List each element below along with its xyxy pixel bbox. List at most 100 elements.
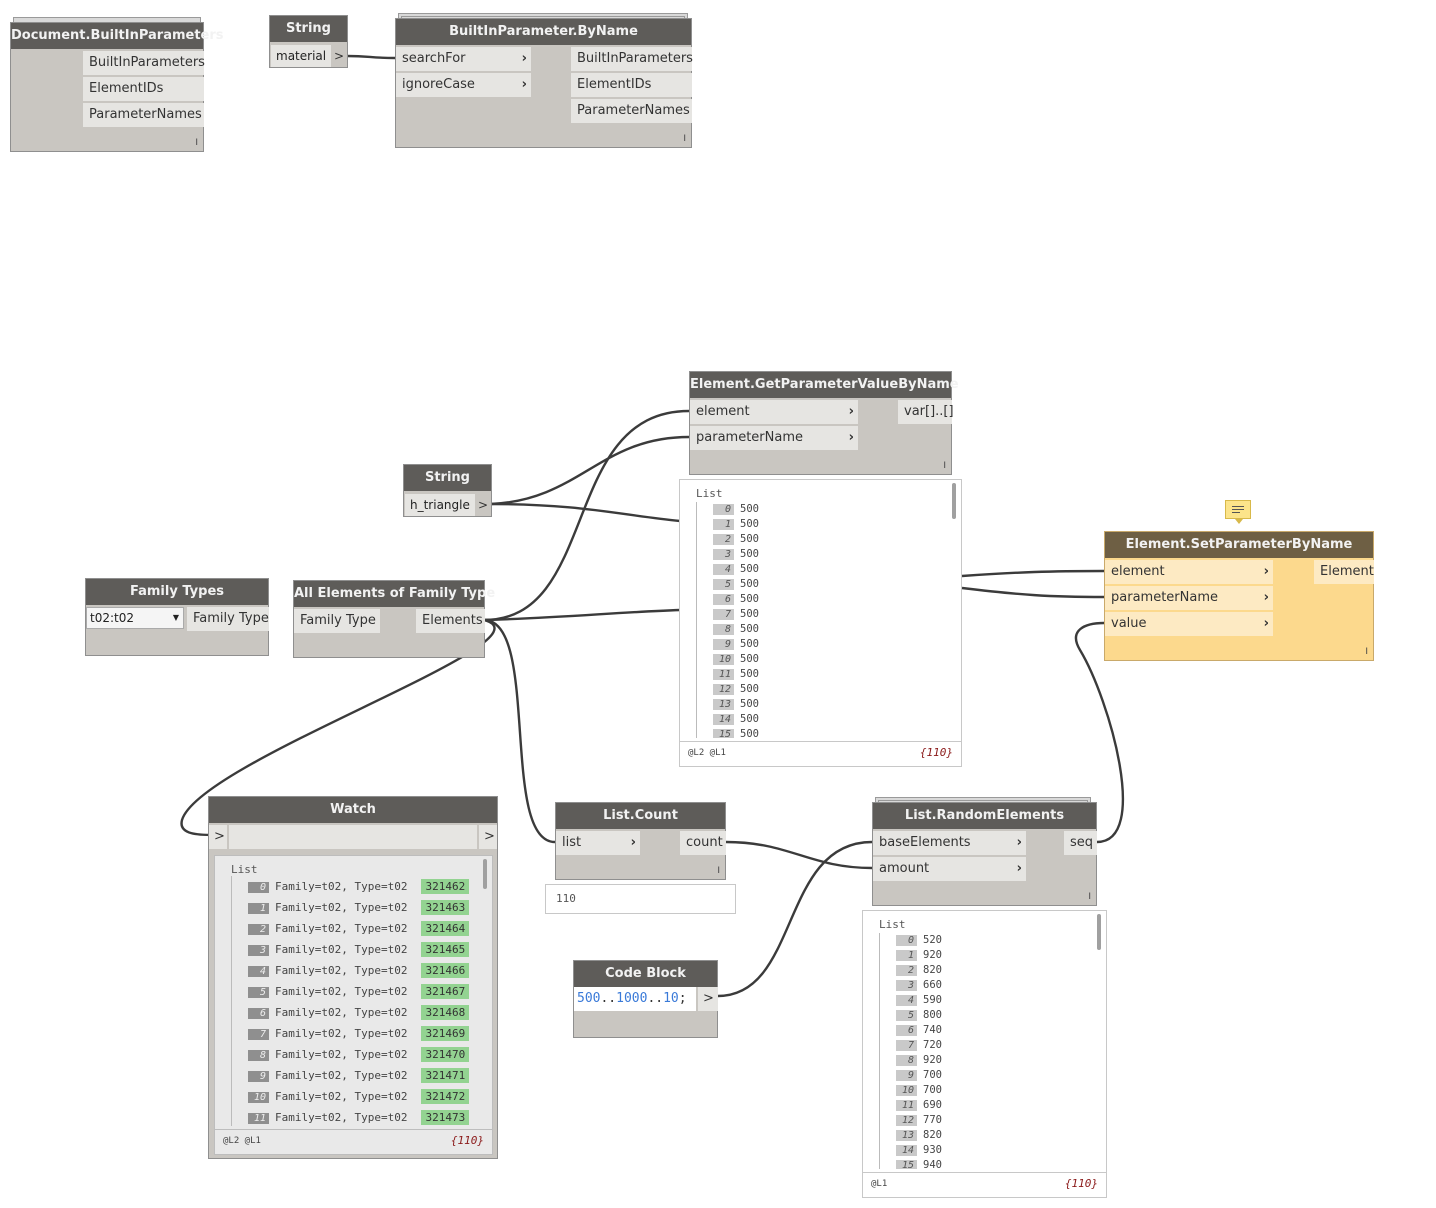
output-var[interactable]: var[]..[]	[898, 400, 954, 424]
watch-input[interactable]: >	[209, 825, 227, 849]
lacing-indicator[interactable]: I	[717, 866, 720, 876]
list-index: 11	[248, 1113, 269, 1124]
lacing-indicator[interactable]: I	[1365, 647, 1368, 657]
get-parameter-value-node[interactable]: Element.GetParameterValueByName element›…	[689, 371, 959, 475]
input-parametername[interactable]: parameterName›	[1105, 586, 1273, 610]
comment-icon[interactable]	[1225, 500, 1251, 524]
output-port[interactable]: >	[333, 49, 344, 63]
code-range-end: 1000	[616, 991, 648, 1006]
builtinparameter-byname-node[interactable]: BuiltInParameter.ByName searchFor› ignor…	[395, 18, 693, 148]
element-id-badge[interactable]: 321473	[421, 1110, 470, 1125]
input-baseelements[interactable]: baseElements›	[873, 831, 1026, 855]
list-value: 820	[923, 1129, 942, 1141]
set-parameter-by-name-node[interactable]: Element.SetParameterByName element› para…	[1104, 531, 1374, 661]
output-parameternames[interactable]: ParameterNames	[83, 103, 204, 127]
document-builtinparameters-node[interactable]: Document.BuiltInParameters BuiltInParame…	[10, 22, 224, 152]
lacing-indicator[interactable]: I	[943, 461, 946, 471]
element-id-badge[interactable]: 321464	[421, 921, 470, 936]
list-random-elements-node[interactable]: List.RandomElements baseElements› amount…	[872, 802, 1097, 906]
element-id-badge[interactable]: 321468	[421, 1005, 470, 1020]
list-levels: @L2 @L1	[688, 748, 726, 758]
code-block-node[interactable]: Code Block 500..1000..10; >	[573, 960, 718, 1038]
element-id-badge[interactable]: 321463	[421, 900, 470, 915]
input-parametername[interactable]: parameterName›	[690, 426, 858, 450]
input-element[interactable]: element›	[690, 400, 858, 424]
string-value-field[interactable]: material	[271, 45, 331, 67]
input-element[interactable]: element›	[1105, 560, 1273, 584]
output-seq[interactable]: seq	[1064, 831, 1097, 855]
family-type-dropdown[interactable]: t02:t02 ▼	[86, 607, 184, 629]
list-value: 500	[740, 653, 759, 665]
output-port[interactable]: >	[477, 498, 488, 512]
string-value-field[interactable]: h_triangle	[405, 494, 475, 516]
output-parameternames[interactable]: ParameterNames	[571, 99, 692, 123]
node-title: String	[270, 16, 347, 42]
output-count[interactable]: count	[680, 831, 726, 855]
element-id-badge[interactable]: 321471	[421, 1068, 470, 1083]
scrollbar[interactable]	[1097, 914, 1101, 950]
list-index: 0	[896, 935, 917, 946]
output-element[interactable]: Element	[1314, 560, 1374, 584]
output-builtinparameters[interactable]: BuiltInParameters	[83, 51, 205, 75]
input-family-type[interactable]: Family Type	[294, 609, 380, 633]
string-node-h-triangle[interactable]: String h_triangle >	[403, 464, 492, 517]
node-title: BuiltInParameter.ByName	[396, 19, 691, 45]
list-count-node[interactable]: List.Count list› count I	[555, 802, 726, 880]
list-index: 12	[896, 1115, 917, 1126]
chevron-right-icon: ›	[848, 430, 854, 445]
input-value[interactable]: value›	[1105, 612, 1273, 636]
watch-output[interactable]: >	[479, 825, 497, 849]
output-elementids[interactable]: ElementIDs	[571, 73, 692, 97]
list-index: 15	[713, 729, 734, 738]
list-index: 7	[713, 609, 734, 620]
output-family-type[interactable]: Family Type	[187, 607, 269, 631]
input-list[interactable]: list›	[556, 831, 640, 855]
element-id-badge[interactable]: 321462	[421, 879, 470, 894]
output-elementids[interactable]: ElementIDs	[83, 77, 204, 101]
string-node-material[interactable]: String material >	[269, 15, 348, 68]
wire-getparam-setparam-element	[961, 569, 1105, 578]
list-index: 9	[248, 1071, 269, 1082]
list-value: 930	[923, 1144, 942, 1156]
element-id-badge[interactable]: 321469	[421, 1026, 470, 1041]
lacing-indicator[interactable]: I	[195, 138, 198, 148]
all-elements-of-family-type-node[interactable]: All Elements of Family Type Family Type …	[293, 580, 495, 658]
input-ignorecase[interactable]: ignoreCase›	[396, 73, 531, 97]
element-id-badge[interactable]: 321466	[421, 963, 470, 978]
list-value: 500	[740, 548, 759, 560]
element-id-badge[interactable]: 321470	[421, 1047, 470, 1062]
lacing-indicator[interactable]: I	[683, 134, 686, 144]
element-id-badge[interactable]: 321465	[421, 942, 470, 957]
element-id-badge[interactable]: 321472	[421, 1089, 470, 1104]
family-types-node[interactable]: Family Types t02:t02 ▼ Family Type	[85, 578, 269, 656]
output-elements[interactable]: Elements	[416, 609, 485, 633]
item-count: {110}	[919, 746, 953, 759]
scrollbar[interactable]	[483, 859, 487, 889]
list-index: 0	[248, 882, 269, 893]
scrollbar[interactable]	[952, 483, 956, 519]
input-searchfor[interactable]: searchFor›	[396, 47, 531, 71]
chevron-right-icon: ›	[521, 51, 527, 66]
list-index: 6	[248, 1008, 269, 1019]
list-count-preview[interactable]: 110	[545, 884, 736, 914]
list-index: 8	[248, 1050, 269, 1061]
output-builtinparameters[interactable]: BuiltInParameters	[571, 47, 693, 71]
element-id-badge[interactable]: 321467	[421, 984, 470, 999]
output-port[interactable]: >	[698, 987, 718, 1011]
code-editor[interactable]: 500..1000..10;	[574, 987, 696, 1011]
list-value: 500	[740, 683, 759, 695]
lacing-indicator[interactable]: I	[1088, 892, 1091, 902]
input-amount[interactable]: amount›	[873, 857, 1026, 881]
element-label: Family=t02, Type=t02	[275, 1111, 408, 1124]
